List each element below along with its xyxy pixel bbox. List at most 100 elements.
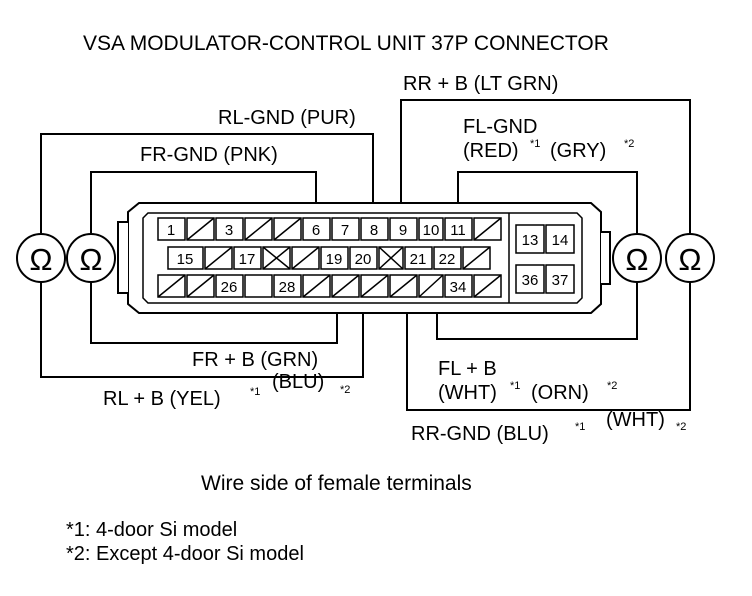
pin-numbers: 1 3 6 7 8 9 10 11 15 17 19 20 21 22 26 2… (167, 222, 569, 296)
diagram-title: VSA MODULATOR-CONTROL UNIT 37P CONNECTOR (83, 32, 609, 55)
wire-fr-gnd (90, 171, 317, 233)
cell-23 (462, 246, 491, 270)
ohm-symbol: Ω (678, 242, 701, 277)
cell-x1 (262, 246, 291, 270)
ohm-symbol: Ω (79, 242, 102, 277)
cell-36 (515, 264, 545, 294)
row-3-cells (157, 274, 502, 298)
wire-rl-gnd (40, 133, 374, 233)
ohmmeter-far-left: Ω (16, 233, 66, 283)
ohmmeter-inner-left: Ω (66, 233, 116, 283)
cell-34 (444, 274, 473, 298)
label-fl-gnd-name: FL-GND (463, 116, 537, 138)
cell-31 (360, 274, 389, 298)
right-block-cells (515, 224, 575, 294)
label-fl-gnd-color-2: (GRY) (550, 140, 606, 162)
pin-19: 19 (326, 251, 343, 268)
label-fl-b-mark-2: *2 (607, 380, 617, 392)
wire-rr-gnd (406, 258, 691, 411)
ohmmeter-circle (66, 233, 116, 283)
pin-3: 3 (225, 222, 233, 239)
connector-inner-frame (142, 212, 583, 304)
cell-32 (389, 274, 418, 298)
label-fl-gnd-mark-1: *1 (530, 138, 540, 150)
pin-13: 13 (522, 232, 539, 249)
wire-rr-b (400, 99, 691, 233)
pin-36: 36 (522, 272, 539, 289)
pin-28: 28 (279, 279, 296, 296)
cell-18 (291, 246, 320, 270)
cell-4 (244, 217, 273, 241)
cell-2 (186, 217, 215, 241)
cell-12 (473, 217, 502, 241)
label-rl-b: RL + B (YEL) (103, 388, 221, 410)
pin-11: 11 (450, 222, 466, 239)
cell-11 (444, 217, 473, 241)
label-rl-b-alt: (BLU) (272, 371, 324, 393)
cell-29 (302, 274, 331, 298)
pin-6: 6 (312, 222, 320, 239)
ohmmeter-circle (612, 233, 662, 283)
cell-5 (273, 217, 302, 241)
ohmmeter-circle (16, 233, 66, 283)
cell-25 (186, 274, 215, 298)
pin-1: 1 (167, 222, 175, 239)
label-fl-gnd-color-1: (RED) (463, 140, 519, 162)
cell-30 (331, 274, 360, 298)
pin-37: 37 (552, 272, 569, 289)
lock-tab-left (117, 221, 128, 294)
pin-10: 10 (423, 222, 440, 239)
ohm-symbol: Ω (29, 242, 52, 277)
cell-33 (418, 274, 444, 298)
ohmmeter-circle (665, 233, 715, 283)
label-fl-b-mark-1: *1 (510, 380, 520, 392)
connector-housing (117, 202, 611, 314)
label-rl-b-mark-2: *2 (340, 384, 350, 396)
empty-cell-slashes (157, 217, 502, 298)
cell-6 (302, 217, 331, 241)
cell-8 (360, 217, 389, 241)
cell-3 (215, 217, 244, 241)
pin-20: 20 (355, 251, 372, 268)
pin-34: 34 (450, 279, 467, 296)
cell-22 (433, 246, 462, 270)
pin-9: 9 (399, 222, 407, 239)
cell-1 (157, 217, 186, 241)
label-fl-gnd-mark-2: *2 (624, 138, 634, 150)
cell-26 (215, 274, 244, 298)
cell-16 (204, 246, 233, 270)
cell-7 (331, 217, 360, 241)
cell-37 (545, 264, 575, 294)
footnote-1: *1: 4-door Si model (66, 519, 237, 541)
label-fl-b-name: FL + B (438, 358, 497, 380)
pin-21: 21 (410, 251, 427, 268)
connector-shell (127, 202, 602, 314)
wire-labels: RR + B (LT GRN) RL-GND (PUR) FR-GND (PNK… (103, 73, 686, 445)
wire-rl-b (40, 258, 364, 378)
cell-21 (404, 246, 433, 270)
cell-13 (515, 224, 545, 254)
cell-20 (349, 246, 378, 270)
row-1-cells (157, 217, 502, 241)
label-fl-b-color-2: (ORN) (531, 382, 589, 404)
cell-17 (233, 246, 262, 270)
pin-26: 26 (221, 279, 238, 296)
label-rr-gnd-alt: (WHT) (606, 409, 665, 431)
wire-fl-gnd (457, 171, 638, 233)
cell-27 (244, 274, 273, 298)
label-rr-gnd: RR-GND (BLU) (411, 423, 549, 445)
label-rl-gnd: RL-GND (PUR) (218, 107, 356, 129)
row-2-cells (167, 246, 491, 270)
ohm-symbol: Ω (625, 242, 648, 277)
caption: Wire side of female terminals (201, 472, 472, 495)
label-rl-b-mark-1: *1 (250, 386, 260, 398)
cell-28 (273, 274, 302, 298)
pin-14: 14 (552, 232, 569, 249)
label-rr-gnd-mark-1: *1 (575, 421, 585, 433)
ohmmeter-far-right: Ω (665, 233, 715, 283)
footnote-2: *2: Except 4-door Si model (66, 543, 304, 565)
label-fr-b: FR + B (GRN) (192, 349, 318, 371)
label-rr-gnd-mark-2: *2 (676, 421, 686, 433)
cell-35 (473, 274, 502, 298)
